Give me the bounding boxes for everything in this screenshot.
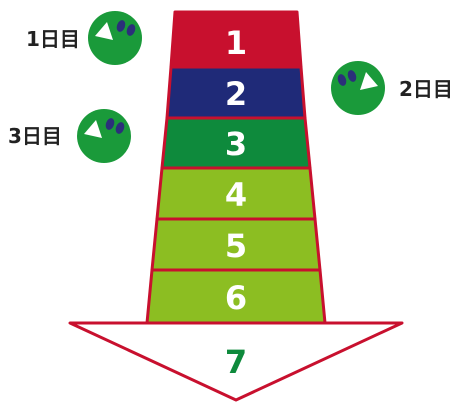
day-marker-3: 3日目 (8, 109, 131, 163)
face-icon (88, 11, 142, 65)
level-numbers: 1 2 3 4 5 6 7 (225, 24, 247, 381)
level-number-6: 6 (225, 279, 247, 317)
face-icon (77, 109, 131, 163)
level-number-5: 5 (225, 227, 247, 265)
level-number-4: 4 (225, 176, 247, 214)
day-label-1: 1日目 (26, 27, 80, 51)
level-number-1: 1 (225, 24, 247, 62)
day-label-3: 3日目 (8, 124, 62, 148)
pyramid (145, 10, 327, 325)
level-number-7: 7 (225, 343, 247, 381)
level-number-3: 3 (225, 125, 247, 163)
level-number-2: 2 (225, 75, 247, 113)
face-icon (331, 61, 385, 115)
down-arrow (68, 321, 404, 402)
day-label-2: 2日目 (399, 77, 453, 101)
day-marker-2: 2日目 (331, 61, 453, 115)
day-marker-1: 1日目 (26, 11, 142, 65)
